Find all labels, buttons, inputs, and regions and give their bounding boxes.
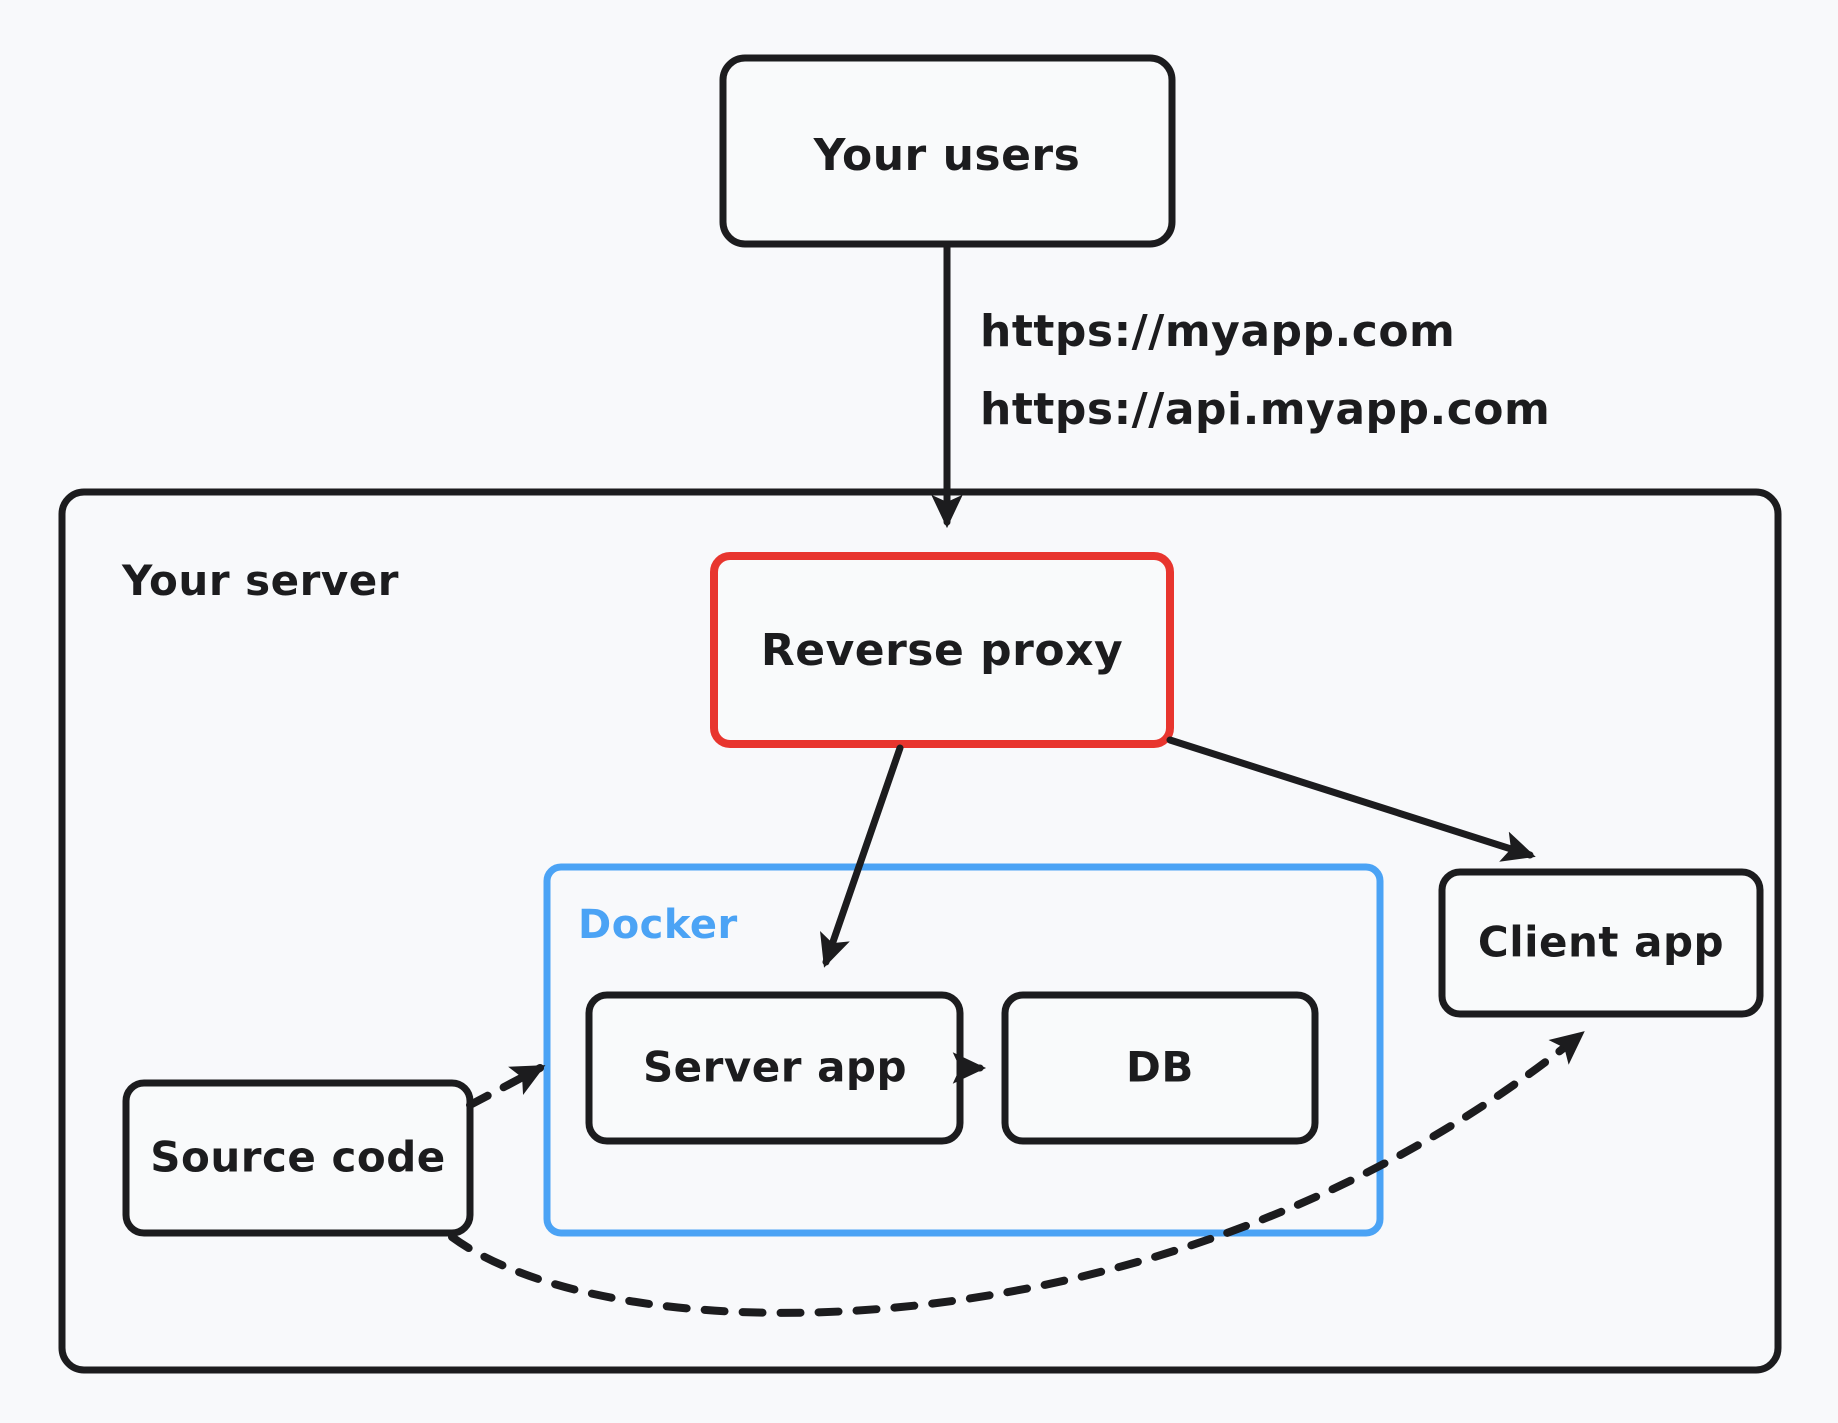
node-your-users[interactable]: Your users <box>719 54 1176 248</box>
node-source-code[interactable]: Source code <box>122 1079 474 1237</box>
your-server-label: Your server <box>121 556 399 605</box>
docker-boundary <box>543 863 1384 1237</box>
reverse-proxy-box <box>710 552 1174 748</box>
node-client-app[interactable]: Client app <box>1438 868 1764 1018</box>
client-app-box <box>1438 868 1764 1018</box>
server-app-label: Server app <box>643 1043 907 1092</box>
source-code-label: Source code <box>150 1133 446 1182</box>
node-db[interactable]: DB <box>1001 991 1319 1145</box>
edge-label-url-api: https://api.myapp.com <box>980 384 1550 435</box>
node-server-app[interactable]: Server app <box>585 991 964 1145</box>
edge-reverse-proxy-to-client-app <box>1166 736 1536 862</box>
docker-label: Docker <box>578 902 738 948</box>
source-code-box <box>122 1079 474 1237</box>
your-users-label: Your users <box>813 130 1081 181</box>
node-your-server[interactable]: Your server <box>58 488 1782 1374</box>
edge-label-url-primary: https://myapp.com <box>980 306 1455 357</box>
edge-reverse-proxy-to-server-app <box>820 744 904 968</box>
node-reverse-proxy[interactable]: Reverse proxy <box>710 552 1174 748</box>
db-label: DB <box>1126 1043 1194 1092</box>
edge-source-code-to-client-app <box>448 1031 1585 1317</box>
reverse-proxy-label: Reverse proxy <box>761 625 1123 676</box>
your-server-boundary <box>58 488 1782 1374</box>
node-docker[interactable]: Docker <box>543 863 1384 1237</box>
client-app-label: Client app <box>1478 918 1724 967</box>
db-box <box>1001 991 1319 1145</box>
edge-source-code-to-server-app <box>466 1064 546 1109</box>
